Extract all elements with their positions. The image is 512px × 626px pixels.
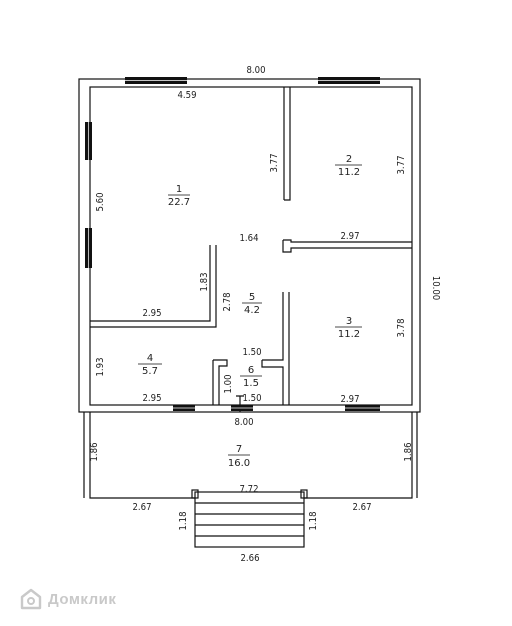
dim-terrace-right-side: 2.67 [352, 502, 371, 513]
dim-room1-bottom: 2.95 [142, 308, 161, 319]
walls [78, 78, 421, 548]
room-1-area: 22.7 [168, 197, 190, 208]
dim-room3-right: 3.78 [396, 318, 407, 337]
wall-room1-lower [90, 245, 211, 322]
wall-room3-left-c [261, 360, 284, 405]
window-lines [88, 80, 380, 409]
stair-post-left [191, 489, 199, 499]
dim-room1-top: 4.59 [177, 90, 196, 101]
outer-wall-outer [78, 78, 421, 413]
stairs [194, 491, 305, 548]
room-4-number: 4 [147, 353, 153, 364]
dim-room6-top: 1.50 [242, 347, 261, 358]
watermark: Домклик [20, 588, 116, 610]
dim-room4-bottom: 2.95 [142, 393, 161, 404]
room-3-area: 11.2 [338, 329, 360, 340]
terrace-outline [89, 412, 413, 499]
dim-room2-right: 3.77 [396, 155, 407, 174]
room-5-area: 4.2 [244, 305, 260, 316]
dim-hall-height: 2.78 [222, 292, 233, 311]
dim-room6-bottom: 1.50 [242, 393, 261, 404]
dim-room2-left: 3.77 [269, 153, 280, 172]
room-1-number: 1 [176, 184, 182, 195]
room-2-area: 11.2 [338, 167, 360, 178]
room-label-rules [138, 164, 362, 456]
room-5-number: 5 [249, 292, 255, 303]
watermark-text: Домклик [48, 590, 117, 608]
room-6-number: 6 [248, 365, 254, 376]
dim-terrace-opening: 7.72 [239, 484, 258, 495]
dim-room6-left: 1.00 [223, 374, 234, 393]
wall-room4-right [213, 359, 228, 405]
dim-stair-right: 1.18 [308, 511, 319, 530]
dim-overall-height: 10.00 [430, 276, 441, 300]
dim-terrace-right: 1.86 [403, 442, 414, 461]
room-7-number: 7 [236, 444, 242, 455]
stair-post-right [300, 489, 308, 499]
dim-stair-width: 2.66 [240, 553, 259, 564]
room-6-area: 1.5 [243, 378, 259, 389]
domclick-logo-icon [20, 588, 42, 610]
wall-room2-bottom-b [282, 240, 412, 253]
room-7-area: 16.0 [228, 458, 250, 469]
stair-steps [195, 502, 304, 537]
windows [85, 77, 380, 411]
dim-inner-width: 8.00 [234, 417, 253, 428]
dim-terrace-left: 1.86 [89, 442, 100, 461]
dim-room4-left: 1.93 [95, 357, 106, 376]
room-labels: 1 22.7 2 11.2 3 11.2 4 5.7 5 4.2 6 1.5 7… [142, 154, 360, 469]
dim-room2-bottom: 2.97 [340, 231, 359, 242]
dim-terrace-left-side: 2.67 [132, 502, 151, 513]
room-3-number: 3 [346, 316, 352, 327]
wall-room2-left-b [284, 87, 291, 201]
terrace-outline-outer [83, 412, 418, 498]
wall-room3-left-a [262, 292, 284, 361]
dim-room3-bottom: 2.97 [340, 394, 359, 405]
dim-stair-left: 1.18 [178, 511, 189, 530]
wall-room2-bottom-a [283, 239, 412, 243]
dim-top-width: 8.00 [246, 65, 265, 76]
dim-hall-width: 1.64 [239, 233, 258, 244]
dim-room1-right-lower: 1.83 [199, 272, 210, 291]
wall-room1-lower-inner [90, 245, 217, 328]
room-4-area: 5.7 [142, 366, 158, 377]
room-2-number: 2 [346, 154, 352, 165]
dimension-labels: 8.00 4.59 5.60 2.95 1.83 3.77 3.77 2.97 … [89, 65, 441, 564]
dim-room1-left: 5.60 [95, 192, 106, 211]
